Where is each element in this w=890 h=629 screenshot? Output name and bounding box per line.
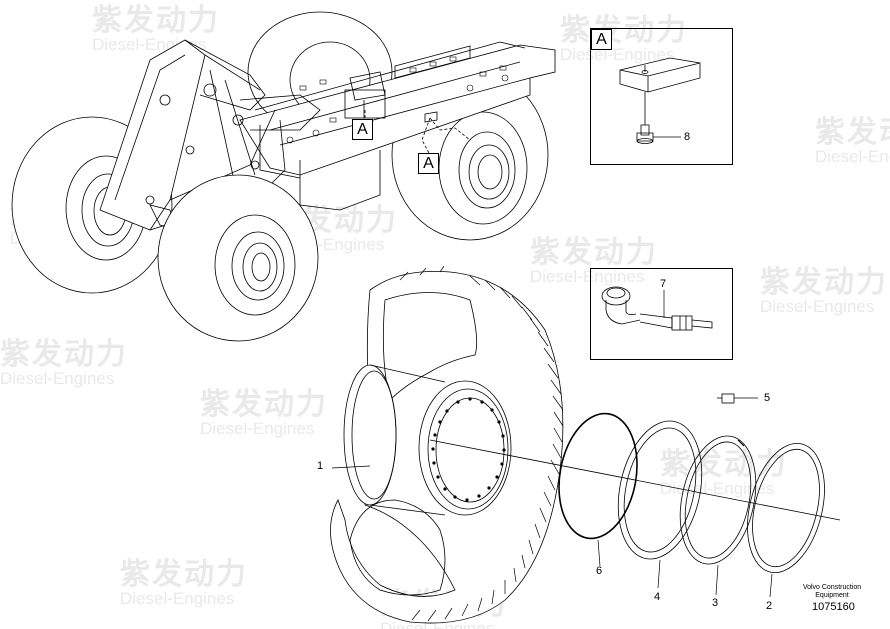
- callout-6: 6: [596, 565, 603, 577]
- inset-valve-drawing: [601, 286, 713, 331]
- assembly-axis: [429, 439, 841, 521]
- view-label-a-top: A: [352, 119, 373, 140]
- inset-a-drawing: [619, 57, 701, 144]
- rim-bolt-holes: [431, 397, 506, 502]
- small-key: [717, 393, 758, 404]
- callout-4: 4: [654, 591, 661, 603]
- side-flange: [747, 442, 825, 598]
- wheel-assembly: [330, 265, 841, 624]
- bead-seat-band: [617, 420, 703, 589]
- manufacturer-line2: Equipment: [815, 592, 849, 599]
- callout-5: 5: [764, 392, 771, 404]
- bolt: [636, 124, 654, 144]
- view-label-a-bottom: A: [418, 153, 439, 174]
- view-label-a-inset: A: [591, 29, 612, 50]
- inset-valve: [590, 268, 733, 360]
- callout-2: 2: [766, 600, 773, 612]
- manufacturer-line1: Volvo Construction: [802, 584, 862, 591]
- machine-overview: [11, 11, 556, 342]
- document-number: 1075160: [812, 601, 855, 613]
- o-ring: [558, 412, 638, 567]
- rim: [331, 364, 512, 516]
- front-right-tire: [157, 174, 319, 342]
- manufacturer-label: Volvo Construction Equipment: [792, 584, 872, 600]
- front-frame: [99, 39, 321, 231]
- lock-ring: [679, 435, 757, 596]
- callout-3: 3: [712, 597, 719, 609]
- callout-7: 7: [660, 278, 667, 290]
- callout-8: 8: [684, 131, 691, 143]
- callout-1: 1: [317, 460, 324, 472]
- inset-view-a: [590, 28, 733, 165]
- rear-frame: [239, 41, 556, 211]
